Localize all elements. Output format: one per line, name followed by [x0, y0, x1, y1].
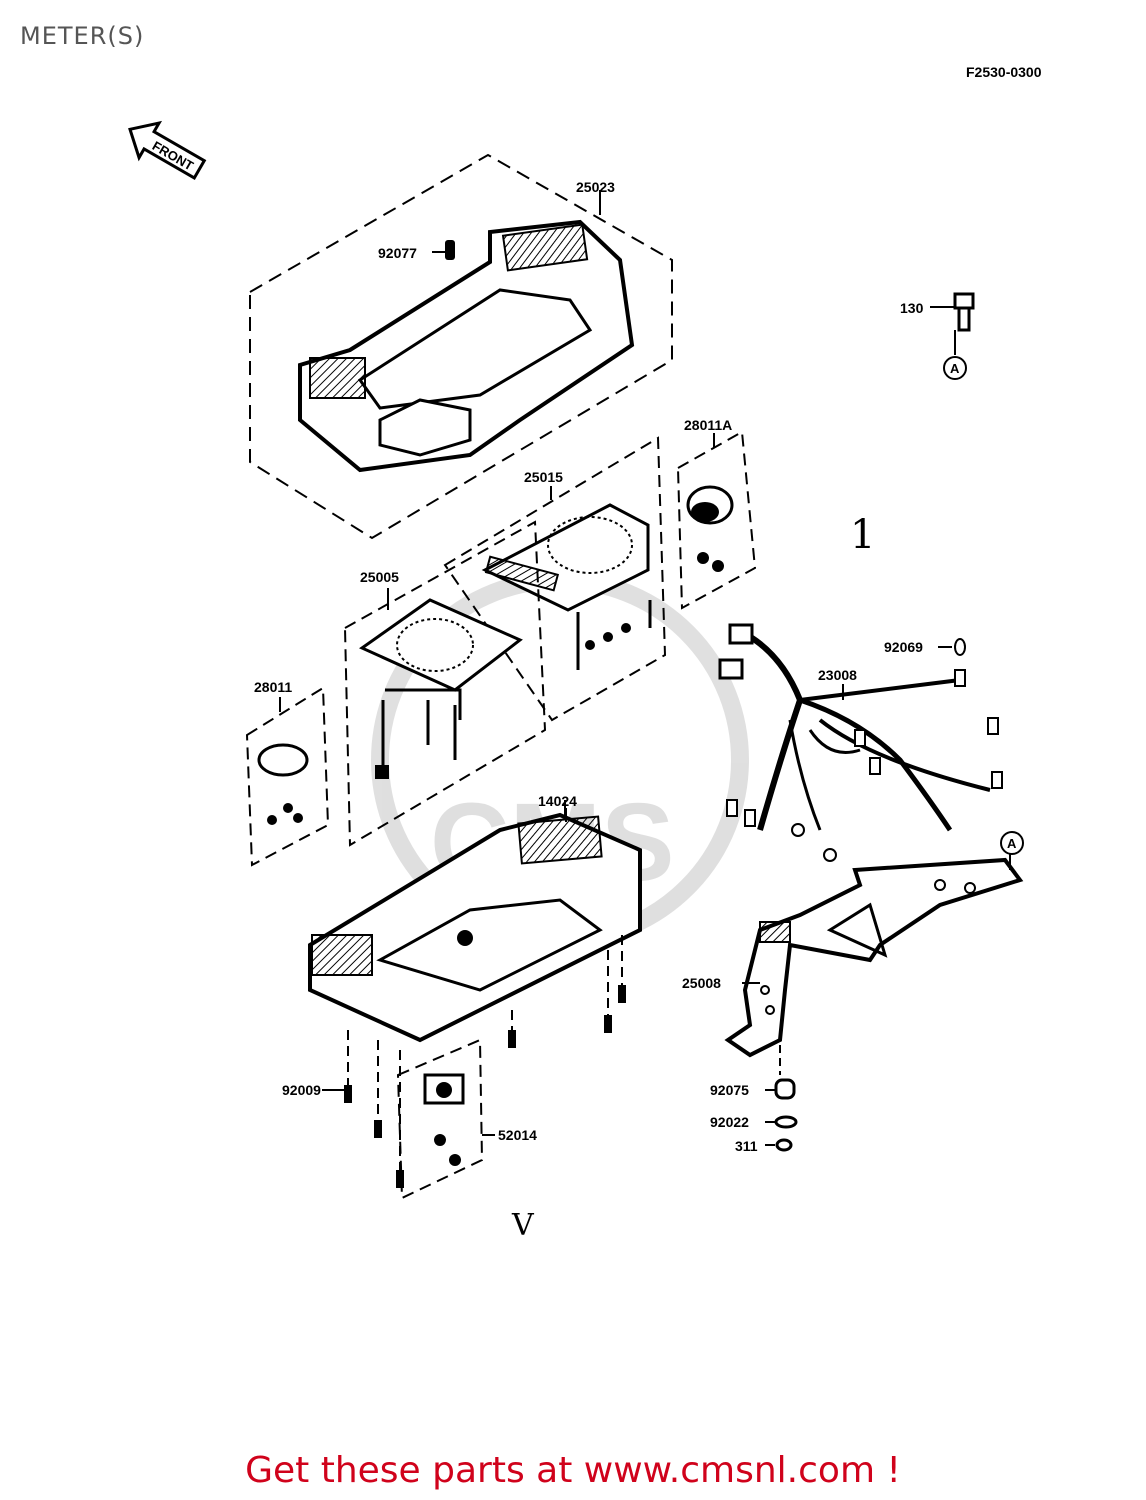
exploded-parts-diagram: CMS FRONT A: [128, 120, 1024, 1243]
label-28011: 28011: [254, 679, 292, 695]
part-130-bolt[interactable]: A: [930, 292, 975, 380]
part-25005-speedometer[interactable]: [343, 520, 547, 847]
footer-parts-link[interactable]: Get these parts at www.cmsnl.com !: [245, 1450, 901, 1491]
diagram-code: F2530-0300: [966, 64, 1042, 80]
label-92077: 92077: [378, 245, 417, 261]
label-25005: 25005: [360, 569, 399, 585]
part-25015-tachometer[interactable]: [443, 436, 667, 722]
part-23008-wiring-harness[interactable]: [718, 623, 1003, 862]
label-92009: 92009: [282, 1082, 321, 1098]
part-52014-meter-sensor[interactable]: [396, 1038, 495, 1200]
label-25023: 25023: [576, 179, 615, 195]
label-92075: 92075: [710, 1082, 749, 1098]
part-28011A-meter-lamp[interactable]: [676, 430, 757, 610]
part-28011-meter-lamp[interactable]: [245, 686, 330, 867]
label-130: 130: [900, 300, 924, 316]
ref-a-marker-bracket: [1000, 831, 1024, 855]
label-28011A: 28011A: [684, 417, 732, 433]
handwritten-mark-v: V: [511, 1208, 535, 1243]
part-92022-washer[interactable]: [765, 1115, 798, 1129]
part-25008-meter-bracket[interactable]: A: [724, 831, 1024, 1075]
ref-a-marker-top: [943, 356, 967, 380]
label-92022: 92022: [710, 1114, 749, 1130]
part-92075-damper[interactable]: [765, 1078, 796, 1100]
label-14024: 14024: [538, 793, 577, 809]
label-23008: 23008: [818, 667, 857, 683]
part-labels: 25023 92077 130 28011A 25015 25005 28011…: [254, 179, 924, 1154]
label-25008: 25008: [682, 975, 721, 991]
handwritten-mark-1: 1: [850, 512, 875, 558]
page-title: METER(S): [20, 22, 145, 50]
front-arrow-icon: FRONT: [128, 120, 207, 181]
part-92069-grommet[interactable]: [938, 638, 966, 656]
label-25015: 25015: [524, 469, 563, 485]
part-92077-screw[interactable]: [432, 240, 455, 260]
ref-a-label-top: A: [950, 361, 960, 376]
part-14024-meter-case[interactable]: [308, 800, 642, 1188]
handwritten-marks: 1 V: [511, 512, 875, 1243]
leader-lines: [279, 433, 715, 1091]
ref-a-label-bracket: A: [1007, 836, 1017, 851]
part-25023-meter-cover[interactable]: [249, 153, 673, 540]
part-311-nut[interactable]: [765, 1138, 793, 1152]
label-311: 311: [735, 1138, 758, 1154]
label-52014: 52014: [498, 1127, 537, 1143]
label-92069: 92069: [884, 639, 923, 655]
